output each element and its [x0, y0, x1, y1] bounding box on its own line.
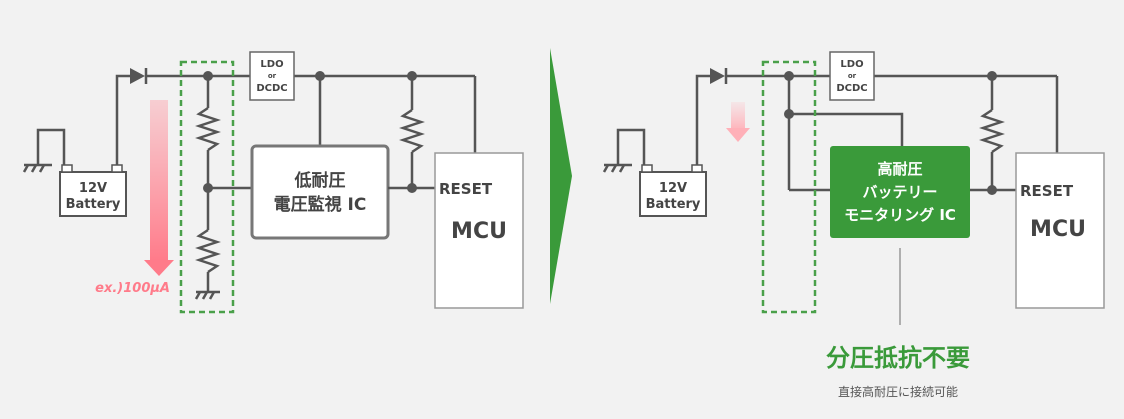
- reset-pin-label: RESET: [439, 180, 493, 198]
- left-circuit: 12V Battery LDO or DCDC: [22, 51, 524, 314]
- transition-arrow-icon: [550, 48, 572, 304]
- battery-monitoring-ic: 高耐圧 バッテリー モニタリング IC: [830, 146, 970, 238]
- regulator-label-or: or: [268, 72, 277, 80]
- regulator-label-ldo: LDO: [260, 59, 283, 70]
- current-arrow-icon: [726, 102, 750, 142]
- voltage-monitor-ic: 低耐圧 電圧監視 IC: [250, 144, 390, 240]
- reset-pin-label: RESET: [1020, 182, 1074, 200]
- regulator-label-or: or: [848, 72, 857, 80]
- mcu-label: MCU: [1030, 217, 1086, 242]
- battery: 12V Battery: [639, 164, 707, 217]
- battery-voltage-label: 12V: [79, 181, 107, 196]
- mcu-label: MCU: [451, 219, 507, 244]
- regulator-label-dcdc: DCDC: [836, 83, 867, 94]
- battery-voltage-label: 12V: [659, 181, 687, 196]
- current-arrow-icon: [144, 100, 174, 276]
- ic-label-line2: 電圧監視 IC: [274, 194, 367, 215]
- battery-label: Battery: [646, 197, 701, 212]
- battery-label: Battery: [66, 197, 121, 212]
- divider-removed-box: [761, 60, 817, 314]
- callout-subtitle: 直接高耐圧に接続可能: [838, 384, 958, 399]
- regulator-box: LDO or DCDC: [829, 51, 875, 101]
- mcu-block: RESET MCU: [434, 152, 524, 309]
- ic-label-line1: 低耐圧: [294, 170, 346, 191]
- callout-title: 分圧抵抗不要: [826, 344, 970, 372]
- mcu-block: RESET MCU: [1015, 152, 1105, 309]
- ic-label-line1: 高耐圧: [877, 160, 922, 178]
- right-circuit: 12V Battery LDO or DCDC: [602, 51, 1105, 399]
- ground-icon: [22, 128, 66, 173]
- ic-label-line3: モニタリング IC: [844, 206, 956, 224]
- regulator-label-ldo: LDO: [840, 59, 863, 70]
- regulator-box: LDO or DCDC: [249, 51, 295, 101]
- current-label: ex.)100µA: [95, 281, 170, 296]
- ground-icon: [602, 128, 646, 173]
- diode-icon: [710, 68, 728, 84]
- regulator-label-dcdc: DCDC: [256, 83, 287, 94]
- battery: 12V Battery: [59, 164, 127, 217]
- divider-highlight-box: [179, 60, 235, 314]
- ic-label-line2: バッテリー: [862, 183, 937, 201]
- diode-icon: [130, 68, 148, 84]
